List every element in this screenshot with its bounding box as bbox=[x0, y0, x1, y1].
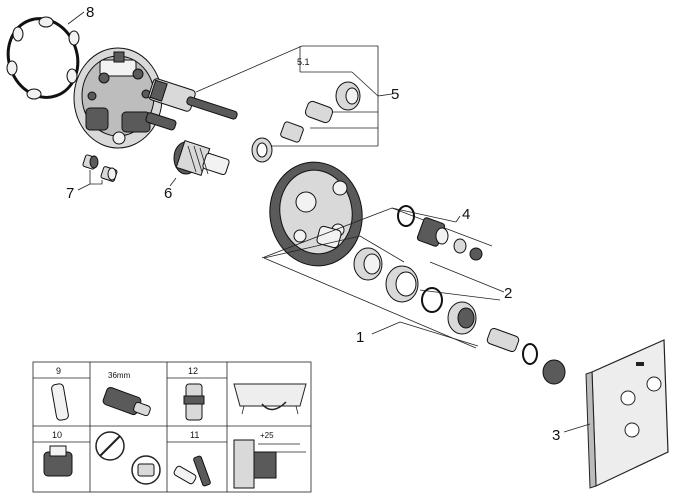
cover-plate-part-3 bbox=[585, 339, 669, 489]
accessory-12-fitting bbox=[183, 383, 205, 421]
part-5-pieces bbox=[251, 81, 361, 163]
no-entry-icons bbox=[95, 431, 161, 485]
part-1-2-group-lines bbox=[263, 235, 505, 349]
accessory-wrench-tool bbox=[102, 387, 151, 417]
part-1-2-pieces bbox=[353, 247, 566, 385]
dimension-label: +25 bbox=[260, 431, 274, 440]
accessory-11-extensions bbox=[173, 455, 211, 487]
accessory-bathtub-illustration bbox=[233, 383, 307, 415]
callout-4: 4 bbox=[462, 206, 470, 223]
wrench-size-label: 36mm bbox=[108, 371, 131, 380]
accessory-9-sleeve bbox=[51, 383, 69, 421]
accessory-10-adapter bbox=[43, 445, 73, 477]
callout-6: 6 bbox=[164, 185, 172, 202]
accessory-label-11: 11 bbox=[190, 430, 199, 440]
seal-ring-part-8 bbox=[6, 16, 80, 100]
part-4-group-lines bbox=[261, 207, 493, 259]
callout-3: 3 bbox=[552, 427, 560, 444]
callout-1: 1 bbox=[356, 329, 364, 346]
accessory-label-12: 12 bbox=[188, 366, 198, 376]
spindle-cartridge bbox=[145, 78, 238, 131]
callout-8: 8 bbox=[86, 4, 94, 21]
callout-2: 2 bbox=[504, 285, 512, 302]
fittings-part-7 bbox=[82, 154, 118, 182]
part-5-group-lines bbox=[195, 45, 393, 147]
cartridge-part-6 bbox=[173, 140, 230, 176]
callout-7: 7 bbox=[66, 185, 74, 202]
accessory-install-depth-illustration bbox=[233, 439, 306, 489]
mounting-plate bbox=[269, 161, 363, 267]
callout-5-1: 5.1 bbox=[297, 57, 310, 67]
part-4-pieces bbox=[397, 205, 483, 261]
accessory-label-9: 9 bbox=[56, 366, 61, 376]
accessory-label-10: 10 bbox=[52, 430, 62, 440]
callout-5: 5 bbox=[391, 86, 399, 103]
